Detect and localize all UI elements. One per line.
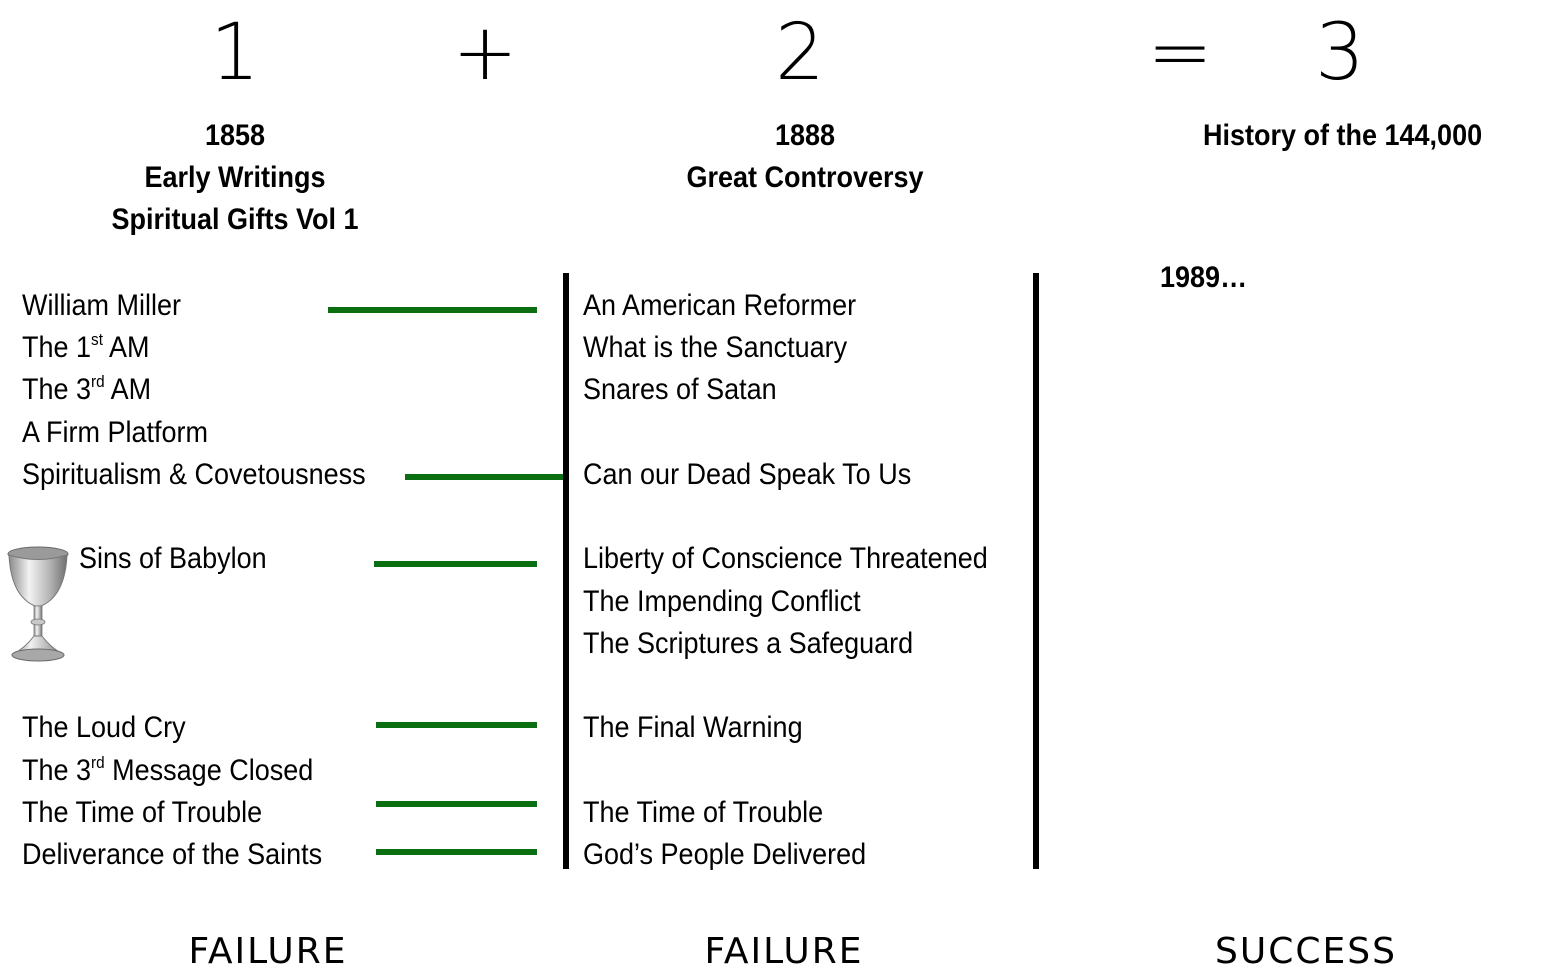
plus-sign: + — [452, 8, 518, 98]
item-third-message-closed: The 3rd Message Closed — [22, 753, 314, 787]
divider-line — [1033, 273, 1039, 869]
column2-result: FAILURE — [704, 931, 864, 972]
item-dead-speak: Can our Dead Speak To Us — [583, 458, 912, 491]
item-scriptures-safeguard: The Scriptures a Safeguard — [583, 627, 914, 660]
connector-line — [328, 307, 537, 313]
item-time-of-trouble-2: The Time of Trouble — [583, 796, 824, 829]
connector-line — [376, 849, 537, 855]
number-three: 3 — [1315, 8, 1365, 98]
column2-year: 1888 — [774, 119, 836, 152]
column1-result: FAILURE — [188, 931, 348, 972]
column2-book: Great Controversy — [686, 161, 924, 194]
item-loud-cry: The Loud Cry — [22, 711, 186, 744]
column3-header: History of the 144,000 — [1203, 119, 1483, 152]
equals-sign: = — [1147, 8, 1213, 98]
column2-header: 1888 Great Controversy — [605, 115, 1005, 199]
item-first-angels-message: The 1st AM — [22, 330, 150, 364]
silver-chalice-icon — [5, 544, 71, 666]
connector-line — [374, 561, 537, 567]
item-american-reformer: An American Reformer — [583, 289, 857, 322]
column3-year: 1989… — [1160, 261, 1248, 294]
divider-line — [563, 273, 569, 869]
column3-result: SUCCESS — [1215, 931, 1397, 972]
item-firm-platform: A Firm Platform — [22, 416, 209, 449]
item-william-miller: William Miller — [22, 289, 181, 322]
item-people-delivered: God’s People Delivered — [583, 838, 867, 871]
item-impending-conflict: The Impending Conflict — [583, 585, 861, 618]
item-time-of-trouble-1: The Time of Trouble — [22, 796, 263, 829]
column1-book2: Spiritual Gifts Vol 1 — [111, 203, 359, 236]
item-liberty-of-conscience: Liberty of Conscience Threatened — [583, 542, 988, 575]
number-two: 2 — [775, 8, 825, 98]
column1-header: 1858 Early Writings Spiritual Gifts Vol … — [35, 115, 435, 241]
number-one: 1 — [210, 8, 260, 98]
item-snares-of-satan: Snares of Satan — [583, 373, 777, 406]
column1-book1: Early Writings — [144, 161, 326, 194]
connector-line — [376, 801, 537, 807]
item-sanctuary: What is the Sanctuary — [583, 331, 848, 364]
column1-year: 1858 — [204, 119, 266, 152]
item-deliverance: Deliverance of the Saints — [22, 838, 323, 871]
item-final-warning: The Final Warning — [583, 711, 803, 744]
item-third-angels-message: The 3rd AM — [22, 372, 152, 406]
connector-line — [405, 474, 565, 480]
item-spiritualism: Spiritualism & Covetousness — [22, 458, 366, 491]
connector-line — [376, 722, 537, 728]
item-sins-of-babylon: Sins of Babylon — [79, 542, 267, 575]
